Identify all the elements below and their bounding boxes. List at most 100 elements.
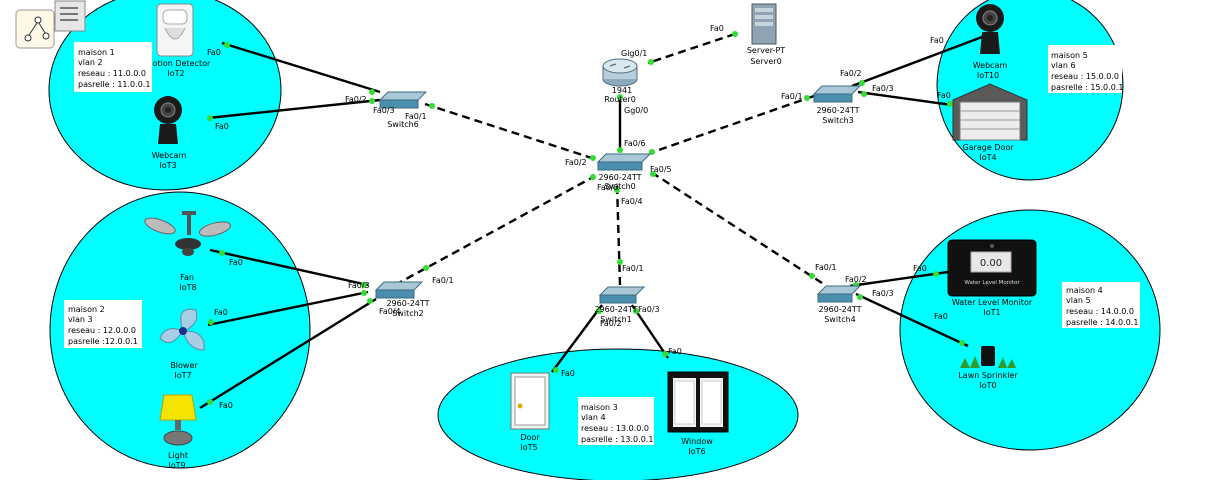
svg-text:vlan 6: vlan 6 bbox=[1051, 61, 1076, 70]
switch3-device[interactable]: 2960-24TT Switch3 bbox=[812, 85, 862, 125]
iot9-model-label: Light bbox=[168, 451, 188, 460]
switch1-name-label: Switch1 bbox=[600, 315, 632, 324]
cable-switch6-switch0[interactable] bbox=[424, 102, 599, 162]
note-maison2: maison 2 vlan 3 reseau : 12.0.0.0 pasrel… bbox=[64, 300, 142, 348]
iot6-window[interactable]: Window IoT6 bbox=[667, 371, 729, 456]
switch2-model-label: 2960-24TT bbox=[386, 299, 429, 308]
svg-text:pasrelle : 11.0.0.1: pasrelle : 11.0.0.1 bbox=[78, 80, 150, 89]
svg-text:Fa0/6: Fa0/6 bbox=[624, 139, 646, 148]
cable-switch1-iot6[interactable] bbox=[631, 304, 669, 359]
iot2-motion-detector[interactable]: Motion Detector IoT2 bbox=[146, 3, 211, 78]
iot7-name-label: IoT7 bbox=[174, 371, 191, 380]
svg-text:pasrelle : 13.0.0.1: pasrelle : 13.0.0.1 bbox=[581, 435, 653, 444]
iot4-name-label: IoT4 bbox=[979, 153, 996, 162]
cluster-icon[interactable] bbox=[15, 0, 86, 49]
iot5-model-label: Door bbox=[520, 433, 540, 442]
iot8-ceiling-fan[interactable]: Fan IoT8 bbox=[143, 211, 232, 292]
cable-switch3-switch0[interactable] bbox=[649, 94, 815, 155]
svg-text:Fa0/5: Fa0/5 bbox=[650, 165, 672, 174]
iot9-name-label: IoT9 bbox=[168, 461, 185, 470]
note-maison3: maison 3 vlan 4 reseau : 13.0.0.0 pasrel… bbox=[578, 397, 654, 445]
iot3-model-label: Webcam bbox=[152, 151, 187, 160]
iot6-name-label: IoT6 bbox=[688, 447, 705, 456]
switch0-name-label: Switch0 bbox=[604, 182, 636, 191]
cable-switch6-iot3[interactable] bbox=[207, 98, 381, 120]
svg-text:Fa0/4: Fa0/4 bbox=[621, 197, 643, 206]
svg-text:Fa0/2: Fa0/2 bbox=[565, 158, 587, 167]
svg-text:vlan 4: vlan 4 bbox=[581, 413, 606, 422]
svg-text:Fa0/3: Fa0/3 bbox=[872, 84, 894, 93]
cable-switch2-iot8[interactable] bbox=[209, 248, 369, 287]
server0-device[interactable]: Server-PT Server0 bbox=[747, 3, 785, 66]
iot1-water-level-monitor[interactable]: 0.00 Water Level Monitor Water Level Mon… bbox=[947, 239, 1037, 317]
iot9-lamp[interactable]: Light IoT9 bbox=[159, 394, 197, 470]
switch2-device[interactable]: 2960-24TT Switch2 bbox=[374, 281, 430, 318]
svg-text:Fa0: Fa0 bbox=[930, 36, 944, 45]
switch1-model-label: 2960-24TT bbox=[594, 305, 637, 314]
switch6-device[interactable]: Switch6 bbox=[378, 91, 428, 129]
cable-switch3-iot4[interactable] bbox=[857, 90, 953, 107]
iot2-name-label: IoT2 bbox=[167, 69, 184, 78]
cable-switch2-iot9[interactable] bbox=[199, 297, 377, 410]
svg-text:maison 5: maison 5 bbox=[1051, 51, 1088, 60]
svg-text:Fa0/1: Fa0/1 bbox=[781, 92, 803, 101]
svg-text:Fa0: Fa0 bbox=[668, 347, 682, 356]
cable-switch4-switch0[interactable] bbox=[650, 170, 823, 285]
cable-switch2-iot7[interactable] bbox=[207, 290, 369, 327]
iot1-panel-label: Water Level Monitor bbox=[964, 280, 1020, 286]
svg-text:Gg0/0: Gg0/0 bbox=[624, 106, 648, 115]
server0-model-label: Server-PT bbox=[747, 46, 785, 55]
iot3-name-label: IoT3 bbox=[159, 161, 176, 170]
iot7-model-label: Blower bbox=[170, 361, 198, 370]
svg-text:Fa0/2: Fa0/2 bbox=[345, 95, 367, 104]
link-indicators bbox=[207, 31, 992, 405]
svg-text:Fa0: Fa0 bbox=[229, 258, 243, 267]
switch3-model-label: 2960-24TT bbox=[816, 106, 859, 115]
svg-text:Fa0: Fa0 bbox=[561, 369, 575, 378]
iot8-model-label: Fan bbox=[180, 273, 194, 282]
svg-text:Gig0/1: Gig0/1 bbox=[621, 49, 647, 58]
switch4-device[interactable]: 2960-24TT Switch4 bbox=[816, 285, 862, 324]
svg-text:Fa0: Fa0 bbox=[913, 264, 927, 273]
svg-text:vlan 2: vlan 2 bbox=[78, 58, 103, 67]
cable-server-router[interactable] bbox=[647, 32, 736, 65]
switch1-device[interactable]: 2960-24TT Switch1 bbox=[594, 286, 646, 324]
iot10-webcam[interactable]: Webcam IoT10 bbox=[973, 4, 1008, 80]
iot0-lawn-sprinkler[interactable]: Lawn Sprinkler IoT0 bbox=[958, 346, 1018, 390]
svg-text:Fa0/1: Fa0/1 bbox=[622, 264, 644, 273]
svg-text:Fa0: Fa0 bbox=[214, 308, 228, 317]
note-maison4: maison 4 vlan 5 reseau : 14.0.0.0 pasrel… bbox=[1062, 282, 1140, 328]
svg-text:Fa0/3: Fa0/3 bbox=[373, 106, 395, 115]
svg-text:Fa0/1: Fa0/1 bbox=[405, 112, 427, 121]
router0-name-label: Router0 bbox=[604, 95, 636, 104]
svg-text:reseau : 14.0.0.0: reseau : 14.0.0.0 bbox=[1066, 307, 1134, 316]
svg-text:Fa0/3: Fa0/3 bbox=[638, 305, 660, 314]
svg-text:maison 3: maison 3 bbox=[581, 403, 618, 412]
iot3-webcam[interactable]: Webcam IoT3 bbox=[152, 96, 187, 170]
svg-text:reseau : 15.0.0.0: reseau : 15.0.0.0 bbox=[1051, 72, 1119, 81]
cable-switch4-iot0[interactable] bbox=[855, 292, 969, 348]
cable-switch1-iot5[interactable] bbox=[551, 304, 603, 373]
svg-text:Fa0: Fa0 bbox=[937, 91, 951, 100]
cable-switch3-iot10[interactable] bbox=[851, 32, 991, 88]
cable-switch2-switch0[interactable] bbox=[394, 174, 596, 287]
svg-text:reseau : 12.0.0.0: reseau : 12.0.0.0 bbox=[68, 326, 136, 335]
cable-switch6-iot2[interactable] bbox=[221, 41, 381, 94]
iot4-garage-door[interactable]: Garage Door IoT4 bbox=[952, 83, 1028, 162]
svg-text:Fa0/1: Fa0/1 bbox=[815, 263, 837, 272]
router0-device[interactable]: 1941 Router0 bbox=[602, 58, 638, 104]
svg-text:reseau : 11.0.0.0: reseau : 11.0.0.0 bbox=[78, 69, 146, 78]
svg-text:Fa0/1: Fa0/1 bbox=[432, 276, 454, 285]
server0-name-label: Server0 bbox=[750, 57, 781, 66]
iot1-name-label: IoT1 bbox=[983, 308, 1000, 317]
switch0-device[interactable]: 2960-24TT Switch0 bbox=[596, 153, 652, 191]
cable-switch4-iot1[interactable] bbox=[849, 270, 949, 288]
svg-text:maison 1: maison 1 bbox=[78, 48, 115, 57]
svg-text:Fa0/4: Fa0/4 bbox=[379, 307, 401, 316]
svg-text:Fa0/2: Fa0/2 bbox=[840, 69, 862, 78]
iot7-blower[interactable]: Blower IoT7 bbox=[159, 308, 205, 380]
iot5-door[interactable]: Door IoT5 bbox=[510, 372, 550, 452]
cable-switch1-switch0[interactable] bbox=[615, 183, 622, 286]
iot8-name-label: IoT8 bbox=[179, 283, 196, 292]
